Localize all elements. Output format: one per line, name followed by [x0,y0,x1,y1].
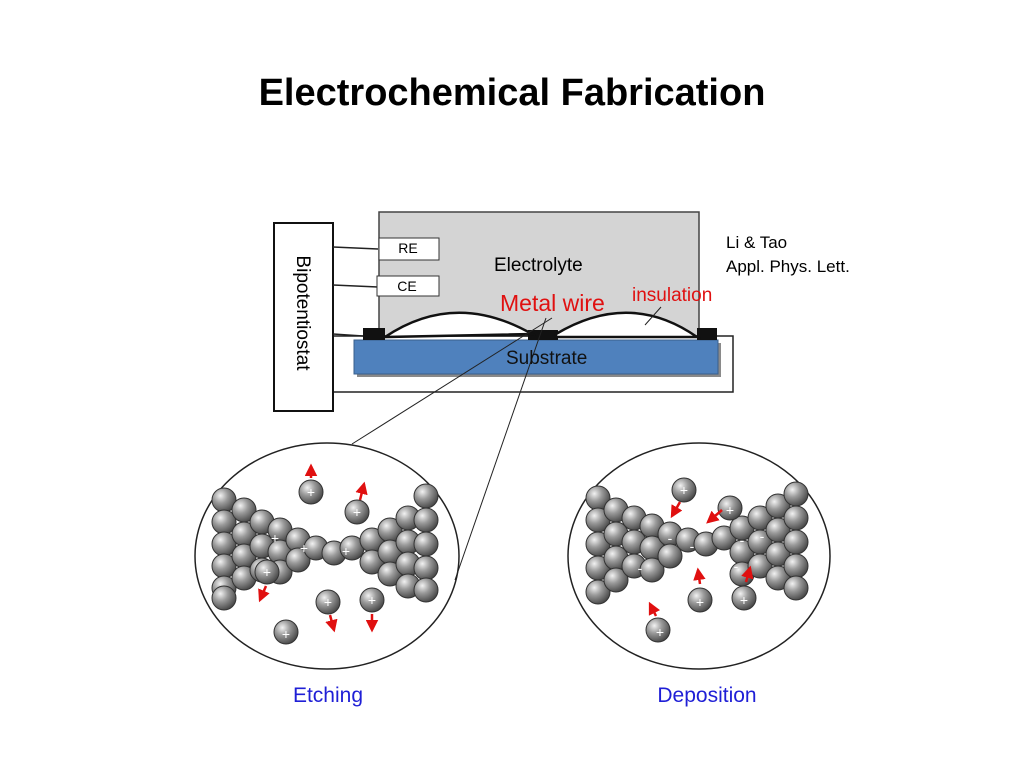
metal-ion [315,589,341,615]
bipotentiostat-label: Bipotentiostat [292,255,313,371]
negative-charge-sign: - [740,532,745,548]
zoom-line-left [351,317,553,445]
metal-atom [413,555,439,581]
metal-atom [783,575,809,601]
electrode-pad-left [363,328,385,340]
ion-motion-arrow [741,565,754,583]
positive-ion-sign: + [271,530,279,546]
insulation-dome-left [380,311,537,339]
metal-atom [783,529,809,555]
ion-motion-arrow [693,567,706,585]
metal-ion [298,479,324,505]
metal-atom [413,483,439,509]
metal-ion [273,619,299,645]
re-electrode-label: RE [398,240,418,256]
positive-ion-sign: + [324,594,332,610]
re-electrode-box [378,237,440,261]
metal-atom [413,507,439,533]
metal-atom [413,577,439,603]
ion-motion-arrow [670,501,683,519]
positive-ion-sign: + [740,592,748,608]
negative-charge-sign: - [638,560,643,576]
negative-charge-sign: - [690,538,695,554]
citation-authors: Li & Tao [726,233,788,252]
insulation-label: insulation [632,285,713,306]
ion-motion-arrow [648,601,661,617]
metal-atom [603,567,629,593]
ce-electrode-label: CE [397,278,417,294]
metal-ion [671,477,697,503]
positive-ion-sign: + [307,484,315,500]
deposition-zoom-circle [567,442,831,670]
zoom-line-right [454,317,547,581]
electrode-pad-right [697,328,717,340]
metal-ion [717,495,743,521]
positive-ion-sign: + [282,626,290,642]
wire-ce [332,284,379,288]
metal-ion [359,587,385,613]
metal-atom [783,553,809,579]
ion-motion-arrow [325,614,338,633]
electrolyte-label: Electrolyte [494,255,583,276]
ion-motion-arrow [258,585,270,603]
metal-atom [285,547,311,573]
wire-substrate [332,333,364,337]
page-title: Electrochemical Fabrication [258,72,766,114]
positive-ion-sign: + [353,504,361,520]
insulation-dome-right [554,311,701,339]
positive-ion-sign: + [342,543,350,559]
positive-ion-sign: + [696,594,704,610]
metal-atom [783,481,809,507]
negative-charge-sign: - [668,530,673,546]
metal-ion [344,499,370,525]
deposition-label: Deposition [657,684,757,707]
metal-ion [687,587,713,613]
wire-re [332,246,379,250]
positive-ion-sign: + [656,624,664,640]
bipotentiostat-box [273,222,334,412]
positive-ion-sign: + [680,482,688,498]
metal-atom [783,505,809,531]
metal-atom [211,585,237,611]
negative-charge-sign: - [734,558,739,574]
ion-motion-arrow [706,509,723,524]
metal-ion [731,585,757,611]
metal-atom [413,531,439,557]
positive-ion-sign: + [300,540,308,556]
metal-atom [585,579,611,605]
metal-ion [254,559,280,585]
metal-atom [657,543,683,569]
etching-zoom-circle [194,442,460,670]
positive-ion-sign: + [726,502,734,518]
electrode-pad-center [528,330,558,340]
etching-label: Etching [292,684,364,707]
metal-atom [639,557,665,583]
metal-wire-label: Metal wire [500,290,605,316]
citation-journal: Appl. Phys. Lett. [726,257,850,276]
metal-ion [645,617,671,643]
positive-ion-sign: + [368,592,376,608]
insulation-pointer [644,306,662,326]
ion-motion-arrow [355,481,368,501]
positive-ion-sign: + [263,564,271,580]
ce-electrode-box [376,275,440,297]
substrate-label: Substrate [506,348,588,369]
positive-ion-sign: + [360,567,368,583]
negative-charge-sign: - [760,528,765,544]
